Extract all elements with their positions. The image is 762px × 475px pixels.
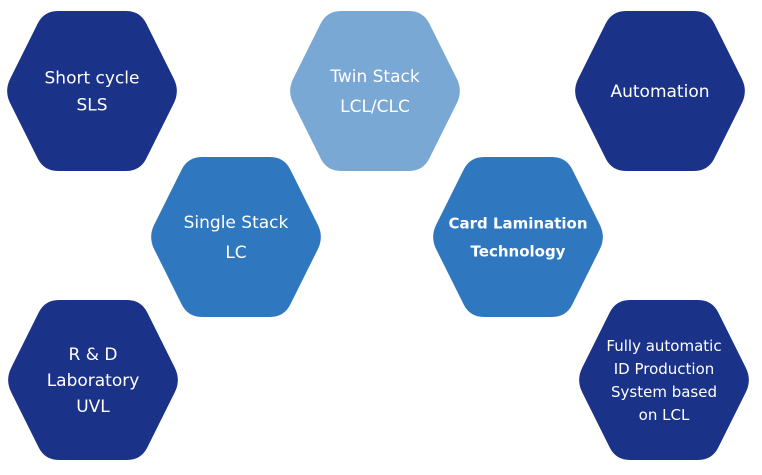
hexagon-label-line: Technology <box>471 242 566 260</box>
hexagon-label-line: LCL/CLC <box>340 97 410 117</box>
hexagon-automation: Automation <box>575 11 745 171</box>
hexagon-label-line: Fully automatic <box>606 337 721 355</box>
hexagon-shape <box>433 157 603 317</box>
hexagon-label-line: Laboratory <box>47 371 140 391</box>
hexagon-label-line: on LCL <box>639 406 690 424</box>
hexagon-shape <box>8 300 178 460</box>
hexagon-label-line: Automation <box>610 82 709 102</box>
hexagon-shape <box>579 300 749 460</box>
hexagon-shape <box>290 11 460 171</box>
hexagon-label-line: System based <box>611 383 717 401</box>
hexagon-label-line: Single Stack <box>184 213 289 233</box>
hexagon-label-line: UVL <box>76 397 110 417</box>
hexagon-label-line: SLS <box>76 96 107 116</box>
hexagon-label-line: R & D <box>69 345 118 365</box>
hexagon-label-line: ID Production <box>614 360 715 378</box>
hexagon-label-line: LC <box>225 243 246 263</box>
hexagon-shape <box>575 11 745 171</box>
hexagon-shape <box>151 157 321 317</box>
hexagon-label-line: Short cycle <box>45 69 140 89</box>
hexagon-label-line: Twin Stack <box>329 67 420 87</box>
hexagon-label-line: Card Lamination <box>448 214 587 232</box>
hexagon-shape <box>7 11 177 171</box>
